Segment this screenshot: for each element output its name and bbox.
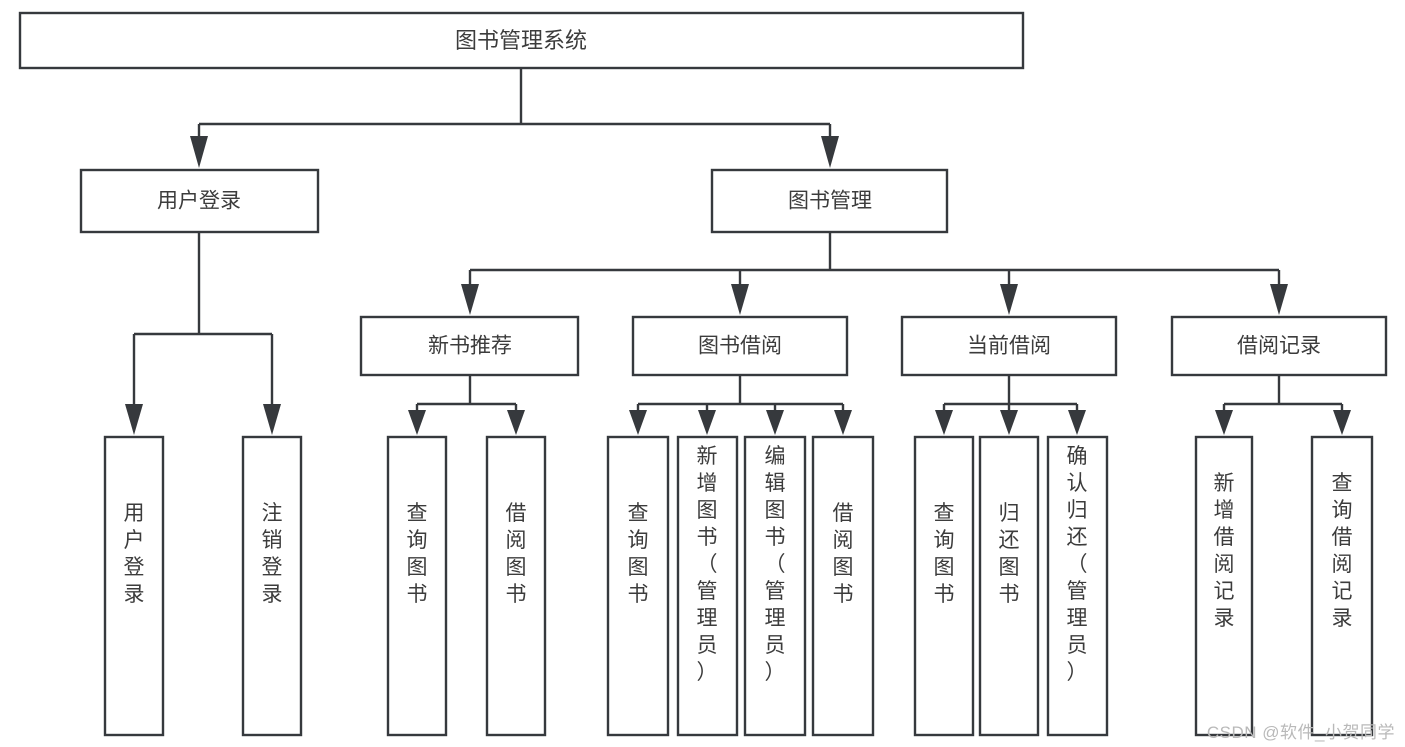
node-book-borrow-label: 图书借阅 <box>698 335 782 358</box>
node-borrow-record-box <box>1170 315 1388 377</box>
node-leaf-add-book[interactable]: 新增图书（管理员） <box>676 435 739 737</box>
node-leaf-add-record-box <box>1194 435 1254 737</box>
node-leaf-add-record-label: 新增借阅记录 <box>1214 472 1235 630</box>
node-leaf-return-book-box <box>978 435 1040 737</box>
node-leaf-query-book-3-label: 查询图书 <box>934 502 955 606</box>
connector-group-book-borrow <box>629 375 852 435</box>
arrow-head-leaf-query-book-3 <box>935 410 953 435</box>
node-user-login-label: 用户登录 <box>157 190 241 213</box>
node-book-borrow-box <box>631 315 849 377</box>
node-root-label: 图书管理系统 <box>455 28 587 53</box>
arrow-head-leaf-edit-book <box>766 410 784 435</box>
node-leaf-query-book-1[interactable]: 查询图书 <box>386 435 448 737</box>
node-leaf-confirm-return-box <box>1046 435 1109 737</box>
arrow-head-leaf-add-record <box>1215 410 1233 435</box>
node-leaf-user-login-box <box>103 435 165 737</box>
node-leaf-borrow-book-2[interactable]: 借阅图书 <box>811 435 875 737</box>
node-leaf-confirm-return[interactable]: 确认归还（管理员） <box>1046 435 1109 737</box>
node-leaf-confirm-return-label: 确认归还（管理员） <box>1067 445 1088 684</box>
node-leaf-edit-book[interactable]: 编辑图书（管理员） <box>743 435 807 737</box>
node-leaf-query-book-2-box <box>606 435 670 737</box>
arrow-head-current-borrow <box>1000 284 1018 315</box>
node-leaf-return-book[interactable]: 归还图书 <box>978 435 1040 737</box>
node-leaf-borrow-book-1-label: 借阅图书 <box>506 502 527 606</box>
node-leaf-query-book-1-box <box>386 435 448 737</box>
node-leaf-add-book-label: 新增图书（管理员） <box>697 445 718 684</box>
arrow-head-leaf-query-book-1 <box>408 410 426 435</box>
connector-group-new-book-rec <box>408 375 525 435</box>
node-new-book-rec-label: 新书推荐 <box>428 335 512 358</box>
node-leaf-borrow-book-1[interactable]: 借阅图书 <box>485 435 547 737</box>
arrow-head-leaf-return-book <box>1000 410 1018 435</box>
node-book-manage[interactable]: 图书管理 <box>710 168 949 234</box>
arrow-head-leaf-query-record <box>1333 410 1351 435</box>
arrow-head-leaf-query-book-2 <box>629 410 647 435</box>
node-current-borrow-box <box>900 315 1118 377</box>
node-leaf-edit-book-label: 编辑图书（管理员） <box>765 445 786 684</box>
node-book-manage-box <box>710 168 949 234</box>
arrow-head-leaf-confirm-return <box>1068 410 1086 435</box>
connector-group-book-manage <box>461 232 1288 315</box>
node-leaf-query-record-label: 查询借阅记录 <box>1332 472 1353 630</box>
node-current-borrow-label: 当前借阅 <box>967 335 1051 358</box>
node-leaf-user-login[interactable]: 用户登录 <box>103 435 165 737</box>
arrow-head-user-login <box>190 136 208 168</box>
arrow-head-leaf-borrow-book-2 <box>834 410 852 435</box>
arrow-head-new-book-rec <box>461 284 479 315</box>
node-leaf-query-book-3-box <box>913 435 975 737</box>
arrow-head-leaf-user-login <box>125 404 143 435</box>
node-user-login-box <box>79 168 320 234</box>
node-leaf-query-book-3[interactable]: 查询图书 <box>913 435 975 737</box>
node-leaf-query-book-1-label: 查询图书 <box>407 502 428 606</box>
connector-group-borrow-record <box>1215 375 1351 435</box>
arrow-head-leaf-borrow-book-1 <box>507 410 525 435</box>
node-leaf-borrow-book-1-box <box>485 435 547 737</box>
node-new-book-rec-box <box>359 315 580 377</box>
node-leaf-query-book-2-label: 查询图书 <box>628 502 649 606</box>
node-leaf-query-book-2[interactable]: 查询图书 <box>606 435 670 737</box>
node-borrow-record-label: 借阅记录 <box>1237 335 1321 358</box>
arrow-head-book-borrow <box>731 284 749 315</box>
node-user-login[interactable]: 用户登录 <box>79 168 320 234</box>
node-current-borrow[interactable]: 当前借阅 <box>900 315 1118 377</box>
connector-group-current-borrow <box>935 375 1086 435</box>
node-leaf-borrow-book-2-box <box>811 435 875 737</box>
node-leaf-query-record-box <box>1310 435 1374 737</box>
node-borrow-record[interactable]: 借阅记录 <box>1170 315 1388 377</box>
node-leaf-user-login-label: 用户登录 <box>124 502 145 606</box>
node-leaf-query-record[interactable]: 查询借阅记录 <box>1310 435 1374 737</box>
arrow-head-leaf-logout <box>263 404 281 435</box>
node-leaf-logout-box <box>241 435 303 737</box>
arrow-head-book-manage <box>821 136 839 168</box>
node-leaf-logout[interactable]: 注销登录 <box>241 435 303 737</box>
node-leaf-add-book-box <box>676 435 739 737</box>
connector-group-root <box>190 68 839 168</box>
node-leaf-return-book-label: 归还图书 <box>999 502 1020 606</box>
node-leaf-edit-book-box <box>743 435 807 737</box>
node-root[interactable]: 图书管理系统 <box>18 11 1025 70</box>
arrow-head-borrow-record <box>1270 284 1288 315</box>
node-leaf-logout-label: 注销登录 <box>262 502 283 606</box>
node-root-box <box>18 11 1025 70</box>
arrow-head-leaf-add-book <box>698 410 716 435</box>
node-book-manage-label: 图书管理 <box>788 190 872 213</box>
node-leaf-borrow-book-2-label: 借阅图书 <box>833 502 854 606</box>
node-book-borrow[interactable]: 图书借阅 <box>631 315 849 377</box>
connector-group-user-login <box>125 232 281 435</box>
node-new-book-rec[interactable]: 新书推荐 <box>359 315 580 377</box>
node-leaf-add-record[interactable]: 新增借阅记录 <box>1194 435 1254 737</box>
